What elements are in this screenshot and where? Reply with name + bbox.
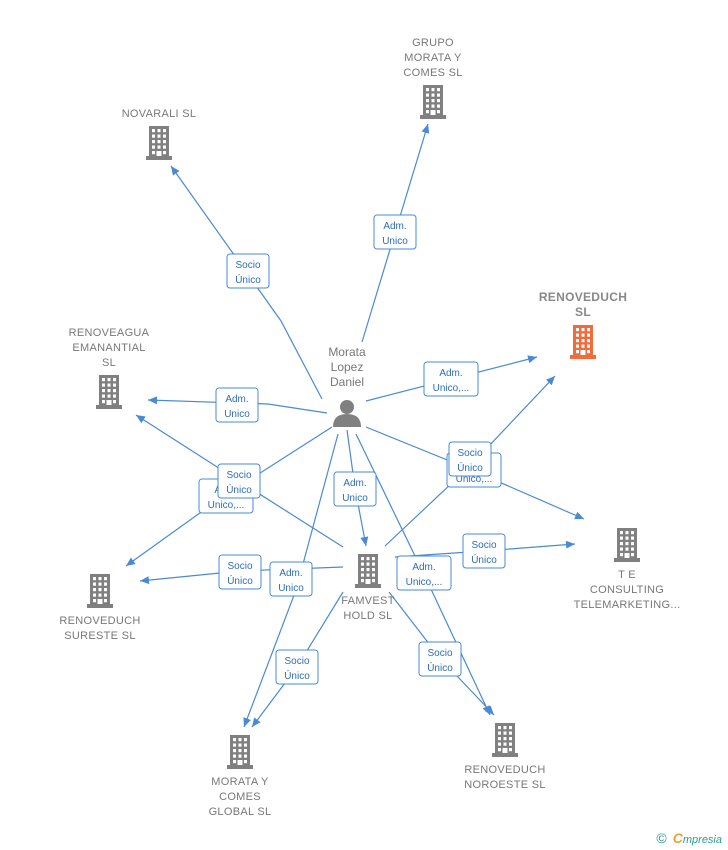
relation-edge-person-to-novarali [170, 165, 323, 400]
relation-label-line: Único [284, 669, 310, 682]
brand-logo-text: mpresia [682, 834, 722, 846]
relation-label-line: Unico,... [456, 474, 493, 485]
company-name-line: SURESTE SL [64, 630, 135, 642]
company-name-line: RENOVEDUCH [464, 764, 545, 776]
relation-label-line: Único [235, 273, 261, 286]
relation-label-person-to-renoveduch_noroeste[interactable]: Adm. Unico,... [396, 555, 452, 591]
company-name-line: TELEMARKETING... [574, 599, 681, 611]
company-name-line: CONSULTING [590, 584, 664, 596]
relation-label-line: Adm. [343, 478, 366, 489]
footer-brand[interactable]: © Cmpresia [656, 830, 722, 846]
relation-label-line: Único [471, 553, 497, 566]
person-icon [333, 400, 361, 427]
edge-labels-layer: Adm.UnicoSocioÚnicoAdm.Unico,...Adm.Unic… [198, 214, 506, 685]
company-name-line: MORATA Y [404, 52, 462, 64]
relation-label-person-to-famvest[interactable]: Adm. Unico [333, 471, 377, 507]
company-node-te-consulting[interactable]: T E CONSULTING TELEMARKETING... [574, 528, 681, 611]
relation-label-line: Único [226, 483, 252, 496]
building-icon [492, 723, 518, 757]
building-icon [87, 574, 113, 608]
company-name-line: GLOBAL SL [209, 806, 272, 818]
relation-label-line: Socio [471, 540, 496, 551]
company-name-line: RENOVEDUCH [59, 615, 140, 627]
company-name-line: T E [618, 569, 636, 581]
company-name-line: SL [102, 357, 116, 369]
company-node-renoveduch-sureste[interactable]: RENOVEDUCH SURESTE SL [59, 574, 140, 642]
relation-label-line: Socio [284, 656, 309, 667]
building-icon [570, 325, 596, 359]
building-icon [420, 85, 446, 119]
building-icon [96, 375, 122, 409]
relation-label-line: Unico [382, 236, 408, 247]
building-icon [614, 528, 640, 562]
relation-label-line: Adm. [412, 562, 435, 573]
company-name-line: RENOVEDUCH [539, 290, 627, 304]
relation-label-line: Único [427, 661, 453, 674]
relation-label-line: Unico [278, 583, 304, 594]
relation-label-person-to-renoveduch_sl[interactable]: Adm. Unico,... [423, 361, 479, 397]
company-name-line: RENOVEAGUA [69, 327, 150, 339]
brand-logo-initial: C [672, 830, 683, 846]
company-node-renoveduch-noroeste[interactable]: RENOVEDUCH NOROESTE SL [464, 723, 546, 791]
relation-label-line: Unico,... [406, 577, 443, 588]
relation-label-line: Socio [235, 260, 260, 271]
relation-label-line: Unico [342, 493, 368, 504]
relation-label-line: Unico,... [433, 383, 470, 394]
relation-label-line: Unico [224, 409, 250, 420]
relation-label-line: Socio [427, 648, 452, 659]
company-node-novarali[interactable]: NOVARALI SL [122, 108, 197, 160]
relation-label-line: Único [457, 461, 483, 474]
relation-label-line: Único [227, 574, 253, 587]
company-node-morata-global[interactable]: MORATA Y COMES GLOBAL SL [209, 735, 272, 818]
company-name-line: EMANANTIAL [72, 342, 145, 354]
relation-edge-person-to-renoveagua [147, 396, 328, 414]
company-node-famvest[interactable]: FAMVEST HOLD SL [341, 554, 394, 622]
relation-label-line: Adm. [439, 368, 462, 379]
relation-label-line: Socio [226, 470, 251, 481]
relation-label-line: Adm. [383, 221, 406, 232]
company-name-line: MORATA Y [211, 776, 269, 788]
building-icon [146, 126, 172, 160]
person-name-line: Lopez [331, 360, 364, 374]
company-name-line: COMES [219, 791, 261, 803]
company-name-line: NOROESTE SL [464, 779, 546, 791]
relation-label-line: Adm. [225, 394, 248, 405]
building-icon [355, 554, 381, 588]
relation-label-person-to-grupo_morata[interactable]: Adm. Unico [373, 214, 417, 250]
company-name-line: SL [575, 305, 591, 319]
person-name-line: Morata [328, 345, 366, 359]
company-name-line: HOLD SL [343, 610, 392, 622]
company-name-line: COMES SL [403, 67, 462, 79]
copyright-symbol: © [656, 830, 667, 846]
relation-label-line: Socio [227, 561, 252, 572]
relation-label-person-to-morata_global[interactable]: Adm. Unico [269, 561, 313, 597]
company-name-line: FAMVEST [341, 595, 394, 607]
company-name-line: GRUPO [412, 37, 454, 49]
person-name-line: Daniel [330, 375, 364, 389]
relation-label-line: Unico,... [208, 500, 245, 511]
relation-label-line: Adm. [279, 568, 302, 579]
company-node-grupo-morata[interactable]: GRUPO MORATA Y COMES SL [403, 37, 462, 119]
relation-label-line: Socio [457, 448, 482, 459]
company-node-renoveagua[interactable]: RENOVEAGUA EMANANTIAL SL [69, 327, 150, 409]
building-icon [227, 735, 253, 769]
company-name-line: NOVARALI SL [122, 108, 197, 120]
relation-label-person-to-renoveagua[interactable]: Adm. Unico [215, 387, 259, 423]
